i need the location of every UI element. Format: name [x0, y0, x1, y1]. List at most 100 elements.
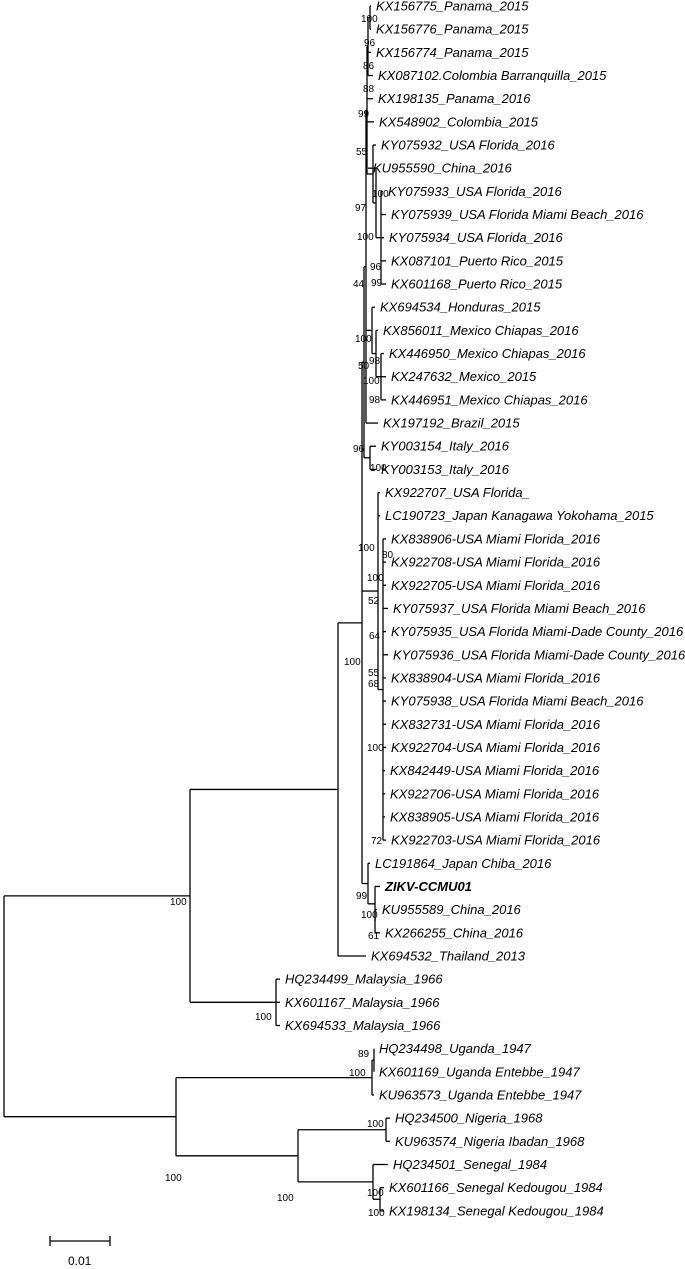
taxon-label: KX156774_Panama_2015	[376, 45, 529, 60]
bootstrap-support-value: 100	[357, 232, 374, 243]
bootstrap-support-value: 100	[367, 573, 384, 584]
taxon-label: KX446951_Mexico Chiapas_2016	[391, 392, 588, 407]
bootstrap-support-value: 100	[165, 1173, 182, 1184]
taxon-label: KX922707_USA Florida_	[385, 485, 530, 500]
taxon-label: KX694532_Thailand_2013	[371, 948, 526, 963]
bootstrap-support-value: 86	[363, 61, 375, 72]
bootstrap-support-value: 55	[356, 147, 368, 158]
bootstrap-support-value: 96	[364, 38, 376, 49]
bootstrap-support-value: 100	[358, 543, 375, 554]
bootstrap-support-value: 99	[356, 891, 368, 902]
bootstrap-support-value: 64	[369, 631, 381, 642]
bootstrap-support-value: 100	[255, 1012, 272, 1023]
taxon-label: KX694533_Malaysia_1966	[285, 1018, 441, 1033]
bootstrap-support-value: 97	[355, 203, 367, 214]
taxon-label: KX198134_Senegal Kedougou_1984	[389, 1203, 604, 1218]
taxon-label: KX548902_Colombia_2015	[379, 114, 539, 129]
bootstrap-support-value: 99	[358, 109, 370, 120]
taxon-label: KY075936_USA Florida Miami-Dade County_2…	[393, 647, 685, 662]
taxon-label: KU955589_China_2016	[382, 902, 522, 917]
taxon-label: KX694534_Honduras_2015	[380, 300, 541, 315]
taxon-label: ZIKV-CCMU01	[384, 879, 472, 894]
bootstrap-support-value: 72	[371, 836, 383, 847]
taxon-label: KX446950_Mexico Chiapas_2016	[389, 346, 586, 361]
taxon-label: KX856011_Mexico Chiapas_2016	[383, 323, 579, 338]
taxon-label: KX838906-USA Miami Florida_2016	[391, 531, 601, 546]
bootstrap-support-value: 100	[361, 910, 378, 921]
bootstrap-support-value: 80	[382, 550, 394, 561]
scale-bar-label: 0.01	[68, 1254, 92, 1268]
taxon-label: KY003154_Italy_2016	[381, 439, 510, 454]
taxon-label: KX266255_China_2016	[385, 925, 524, 940]
taxon-label: KY075934_USA Florida_2016	[389, 230, 563, 245]
taxon-label: LC191864_Japan Chiba_2016	[375, 856, 552, 871]
taxon-label: KX922703-USA Miami Florida_2016	[391, 833, 601, 848]
taxon-label: KX601169_Uganda Entebbe_1947	[379, 1064, 580, 1079]
taxon-label: KX197192_Brazil_2015	[383, 416, 520, 431]
taxon-label: KX838904-USA Miami Florida_2016	[391, 670, 601, 685]
bootstrap-support-value: 52	[368, 596, 380, 607]
bootstrap-support-value: 100	[367, 1119, 384, 1130]
bootstrap-support-value: 100	[361, 14, 378, 25]
scale-bar: 0.01	[49, 1236, 111, 1268]
bootstrap-support-value: 100	[277, 1193, 294, 1204]
taxon-label: KX832731-USA Miami Florida_2016	[391, 717, 601, 732]
taxon-label: KY075937_USA Florida Miami Beach_2016	[393, 601, 646, 616]
taxon-label: KX087102.Colombia Barranquilla_2015	[378, 68, 607, 83]
taxon-label: KX156776_Panama_2015	[376, 22, 529, 37]
taxon-label: KU963573_Uganda Entebbe_1947	[379, 1087, 582, 1102]
bootstrap-support-value: 89	[358, 1049, 370, 1060]
taxon-label: KX922706-USA Miami Florida_2016	[390, 786, 600, 801]
bootstrap-support-value: 100	[355, 334, 372, 345]
bootstrap-support-value: 68	[368, 679, 380, 690]
taxon-label: KX838905-USA Miami Florida_2016	[390, 809, 600, 824]
taxon-label: KX842449-USA Miami Florida_2016	[390, 763, 600, 778]
bootstrap-support-value: 98	[369, 356, 381, 367]
bootstrap-support-value: 88	[363, 84, 375, 95]
taxon-label: KU963574_Nigeria Ibadan_1968	[395, 1134, 585, 1149]
bootstrap-support-value: 98	[369, 395, 381, 406]
bootstrap-support-value: 55	[368, 668, 380, 679]
bootstrap-support-value: 44	[353, 279, 365, 290]
bootstrap-support-value: 100	[363, 376, 380, 387]
taxon-label: KX922704-USA Miami Florida_2016	[391, 740, 601, 755]
taxon-label: KX601168_Puerto Rico_2015	[391, 277, 563, 292]
bootstrap-support-value: 100	[344, 657, 361, 668]
taxon-label: KX156775_Panama_2015	[376, 0, 529, 14]
taxon-label: KY075933_USA Florida_2016	[388, 184, 562, 199]
taxon-label: KX601167_Malaysia_1966	[285, 995, 440, 1010]
bootstrap-support-value: 100	[367, 1188, 384, 1199]
bootstrap-support-value: 100	[170, 897, 187, 908]
bootstrap-support-value: 96	[353, 444, 365, 455]
taxon-label: KX601166_Senegal Kedougou_1984	[389, 1180, 603, 1195]
bootstrap-support-value: 50	[358, 361, 370, 372]
taxon-label: HQ234501_Senegal_1984	[393, 1157, 547, 1172]
bootstrap-support-value: 100	[367, 743, 384, 754]
bootstrap-support-value: 61	[368, 931, 380, 942]
bootstrap-support-value: 100	[349, 1068, 366, 1079]
taxon-label: KX922708-USA Miami Florida_2016	[391, 555, 601, 570]
taxon-label: KX247632_Mexico_2015	[391, 369, 537, 384]
taxon-label: KY003153_Italy_2016	[381, 462, 510, 477]
bootstrap-support-value: 100	[370, 463, 387, 474]
taxon-label: HQ234500_Nigeria_1968	[395, 1111, 543, 1126]
bootstrap-support-value: 96	[370, 262, 382, 273]
bootstrap-support-value: 99	[371, 278, 383, 289]
taxon-label: KX198135_Panama_2016	[378, 91, 531, 106]
taxon-label: HQ234498_Uganda_1947	[379, 1041, 532, 1056]
taxon-label: KX922705-USA Miami Florida_2016	[391, 578, 601, 593]
bootstrap-support-value: 100	[372, 189, 389, 200]
taxon-label: LC190723_Japan Kanagawa Yokohama_2015	[385, 508, 654, 523]
taxon-labels: KX156775_Panama_2015KX156776_Panama_2015…	[285, 0, 685, 1218]
taxon-label: KY075932_USA Florida_2016	[381, 138, 555, 153]
taxon-label: KY075935_USA Florida Miami-Dade County_2…	[391, 624, 684, 639]
tree-branches	[3, 5, 390, 1212]
taxon-label: KY075938_USA Florida Miami Beach_2016	[391, 694, 644, 709]
taxon-label: KX087101_Puerto Rico_2015	[391, 253, 564, 268]
taxon-label: HQ234499_Malaysia_1966	[285, 972, 443, 987]
bootstrap-support-value: 100	[368, 1208, 385, 1219]
taxon-label: KU955590_China_2016	[373, 161, 513, 176]
